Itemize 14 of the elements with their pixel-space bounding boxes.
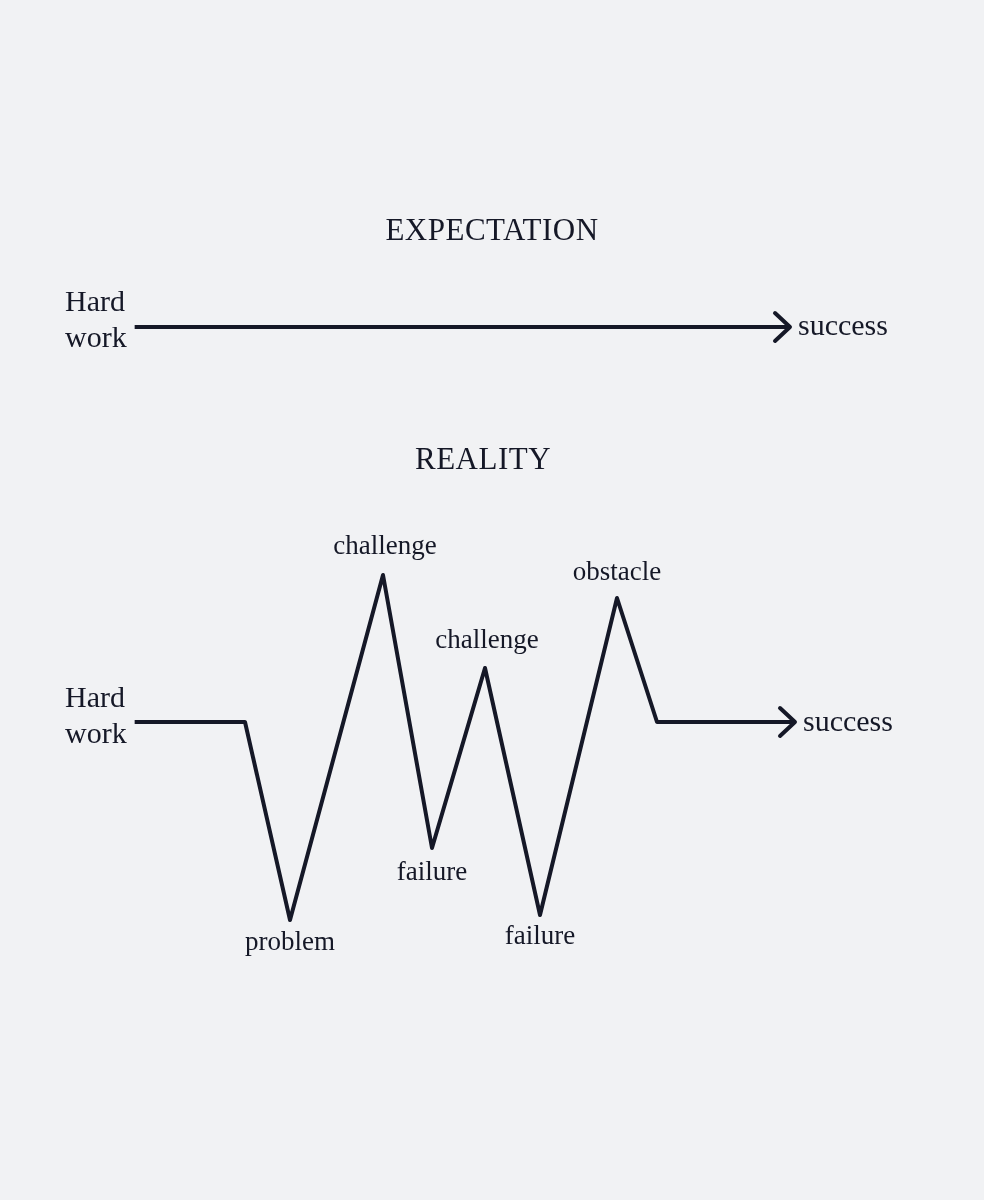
peak-label: challenge [333, 530, 437, 561]
section-heading: REALITY [414, 441, 552, 477]
node-label: success [798, 307, 928, 343]
node-label: Hard work [65, 283, 160, 355]
peak-label: obstacle [572, 556, 662, 587]
zigzag-arrow [134, 573, 797, 922]
section-heading: EXPECTATION [385, 212, 599, 248]
peak-label: failure [504, 920, 576, 951]
arrow [134, 311, 792, 343]
node-label: success [803, 703, 933, 739]
peak-label: problem [245, 926, 335, 957]
peak-label: challenge [435, 624, 539, 655]
peak-label: failure [396, 856, 468, 887]
node-label: Hard work [65, 679, 160, 751]
